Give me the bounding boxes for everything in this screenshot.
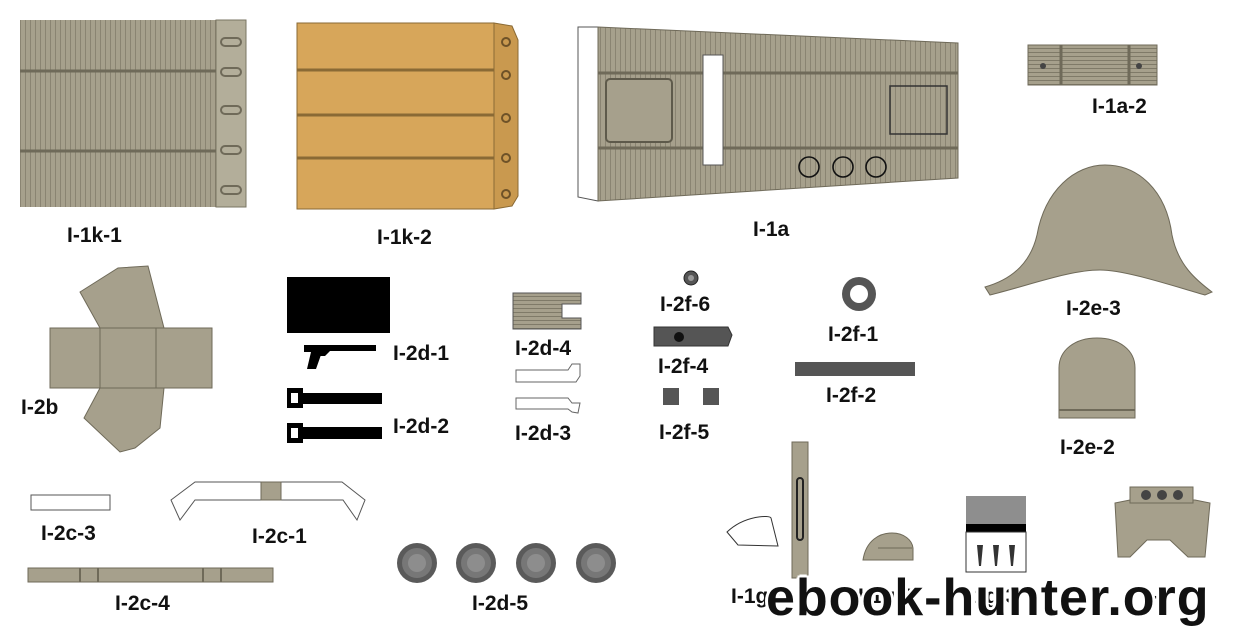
label-i2f2: I-2f-2	[826, 384, 877, 407]
part-i1k2	[296, 22, 519, 210]
label-i2f4: I-2f-4	[658, 355, 709, 378]
label-i1k1: I-1k-1	[67, 224, 122, 247]
part-i2c4	[27, 567, 274, 583]
label-i2c4: I-2c-4	[115, 592, 170, 615]
part-i2d3	[515, 363, 581, 414]
part-i2d1	[287, 277, 390, 369]
label-i2e2: I-2e-2	[1060, 436, 1115, 459]
label-i2d3: I-2d-3	[515, 422, 572, 445]
part-i2f5	[663, 388, 719, 405]
part-i2f6	[683, 270, 699, 286]
label-i1gd: I-1g-d	[731, 585, 789, 608]
part-i1a	[577, 26, 959, 202]
label-i1g2: I-1g-2	[858, 585, 915, 608]
part-i2d5	[397, 543, 616, 583]
part-i1a2	[1027, 44, 1158, 86]
watermark-text: ebook-hunter.org	[766, 569, 1210, 627]
label-i1g3: I-1g-3	[961, 585, 1018, 608]
label-i2f6: I-2f-6	[660, 293, 711, 316]
part-i2d4	[512, 292, 582, 330]
label-i2d2: I-2d-2	[393, 415, 450, 438]
part-i2e3	[984, 164, 1213, 296]
label-i2d4: I-2d-4	[515, 337, 572, 360]
part-i2e2	[1058, 337, 1136, 419]
part-i2f2	[795, 362, 915, 376]
part-i2f4	[653, 326, 733, 347]
label-i2b: I-2b	[21, 396, 59, 419]
part-i1gd	[726, 441, 809, 579]
label-i2d1: I-2d-1	[393, 342, 450, 365]
label-i2f1: I-2f-1	[828, 323, 879, 346]
part-i1g2	[862, 532, 914, 561]
label-i2e3: I-2e-3	[1066, 297, 1121, 320]
label-i2c1: I-2c-1	[252, 525, 307, 548]
part-i2f1	[842, 277, 876, 311]
label-i2d5: I-2d-5	[472, 592, 529, 615]
label-i1: I-1	[1145, 585, 1170, 608]
label-i1a2: I-1a-2	[1092, 95, 1147, 118]
label-i1a: I-1a	[753, 218, 790, 241]
part-i1k1	[20, 19, 247, 208]
part-i1g3	[965, 496, 1027, 573]
part-i2c1	[170, 481, 366, 522]
part-i2d2	[287, 388, 382, 443]
label-i2c3: I-2c-3	[41, 522, 96, 545]
label-i2f5: I-2f-5	[659, 421, 710, 444]
label-i1k2: I-1k-2	[377, 226, 432, 249]
part-i2b	[49, 265, 213, 453]
part-i2c3	[30, 494, 111, 511]
part-i1	[1114, 486, 1211, 558]
